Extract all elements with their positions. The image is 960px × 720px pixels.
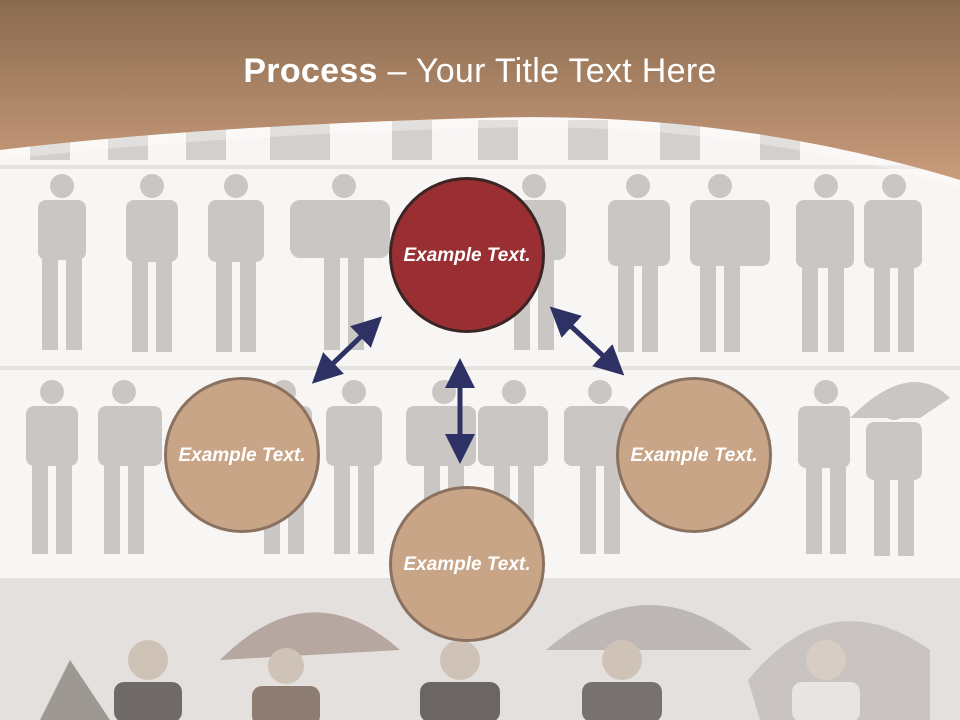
shelf-line — [0, 366, 960, 370]
shelf-line — [0, 165, 960, 169]
title-bold: Process — [243, 52, 378, 90]
node-bottom-label: Example Text. — [403, 553, 531, 575]
node-top-label: Example Text. — [403, 244, 531, 266]
header-band — [0, 0, 960, 180]
header-highlight — [0, 117, 960, 188]
node-left-label: Example Text. — [178, 444, 306, 466]
node-bottom: Example Text. — [389, 486, 545, 642]
double-arrow-icon — [549, 306, 625, 376]
node-left: Example Text. — [164, 377, 320, 533]
title-rest: Your Title Text Here — [415, 52, 717, 90]
slide-title: Process – Your Title Text Here — [0, 52, 960, 91]
silhouette-row-1 — [38, 174, 922, 352]
silhouette-row-2 — [26, 380, 950, 556]
title-separator: – — [377, 52, 416, 90]
node-right-label: Example Text. — [630, 444, 758, 466]
node-top: Example Text. — [389, 177, 545, 333]
silhouette-row-3 — [40, 605, 930, 720]
double-arrow-icon — [311, 316, 383, 384]
node-right: Example Text. — [616, 377, 772, 533]
